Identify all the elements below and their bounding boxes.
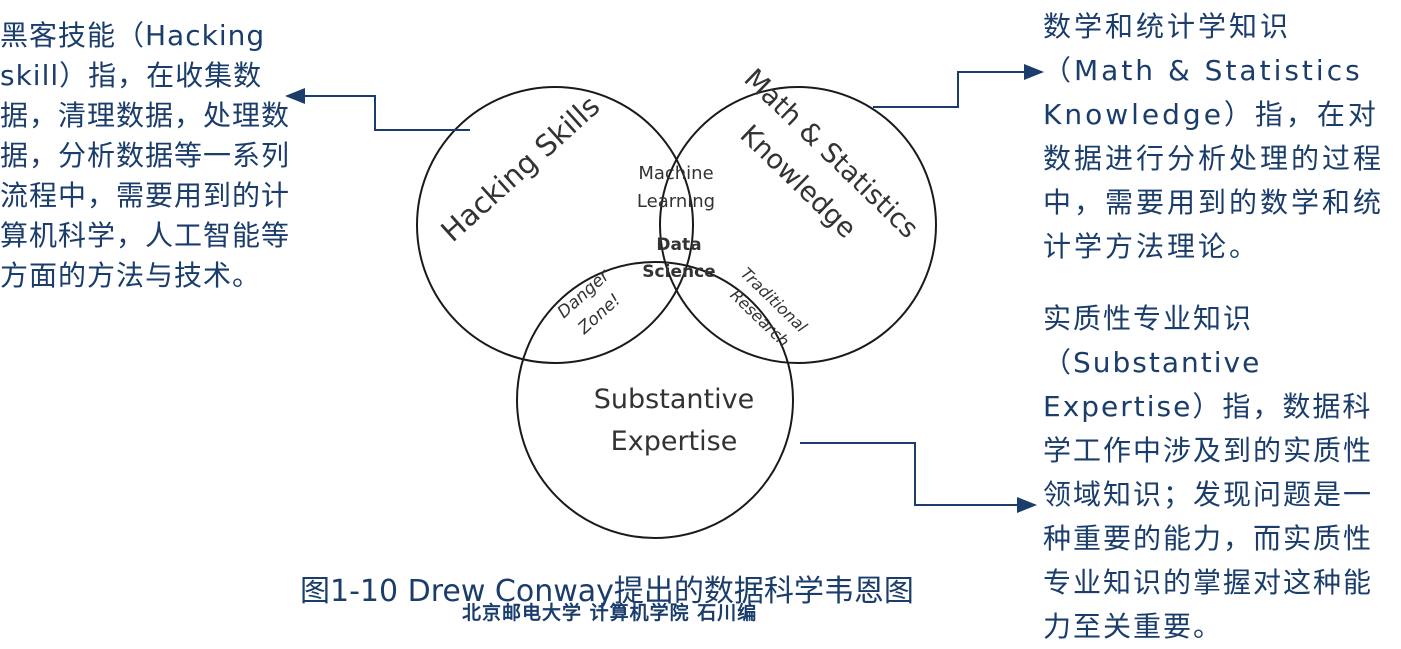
substantive-expertise-label-line1: Substantive <box>594 384 754 415</box>
math-statistics-description: 数学和统计学知识（Math & Statistics Knowledge）指，在… <box>1043 10 1385 263</box>
math-arrow <box>873 64 1044 108</box>
substantive-expertise-description: 实质性专业知识（Substantive Expertise）指，数据科学工作中涉… <box>1043 302 1374 643</box>
data-science-label-line2: Science <box>642 262 715 282</box>
machine-learning-label-line1: Machine <box>638 163 713 184</box>
data-science-label-line1: Data <box>656 235 701 255</box>
substantive-expertise-circle <box>516 261 794 539</box>
hacking-arrow <box>285 88 470 131</box>
hacking-skills-circle <box>416 86 694 364</box>
substantive-expertise-label-line2: Expertise <box>611 426 738 457</box>
venn-diagram: Hacking Skills Math & Statistics Knowled… <box>285 63 1044 539</box>
figure-caption: 图1-10 Drew Conway提出的数据科学韦恩图 <box>300 574 914 609</box>
math-statistics-circle <box>659 86 937 364</box>
substantive-arrow <box>800 442 1037 513</box>
hacking-skills-label: Hacking Skills <box>434 89 606 249</box>
machine-learning-label-line2: Learning <box>637 191 715 212</box>
hacking-description: 黑客技能（Hacking skill）指，在收集数据，清理数据，处理数据，分析数… <box>0 19 291 292</box>
footer-credit: 北京邮电大学 计算机学院 石川编 <box>462 602 758 624</box>
